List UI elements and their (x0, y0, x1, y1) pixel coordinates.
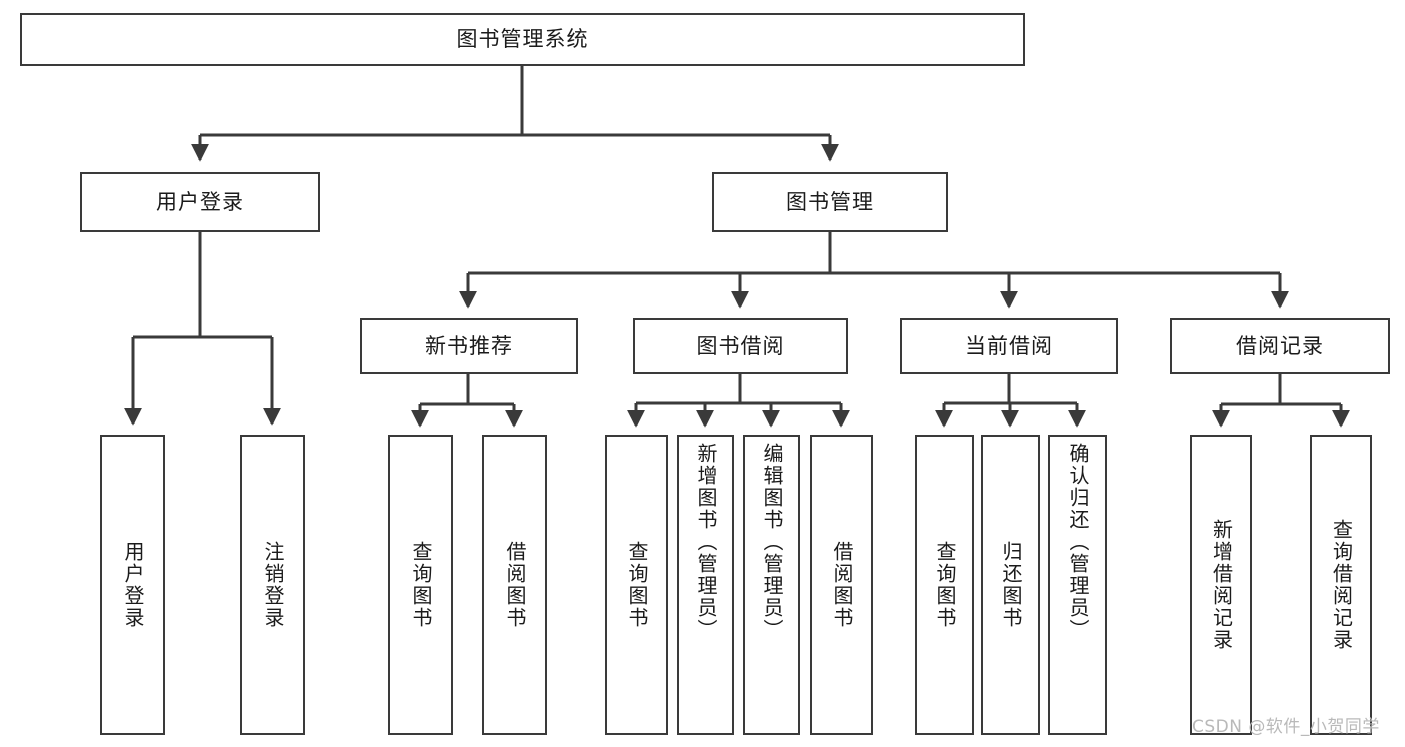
node-label: 归还图书 (999, 541, 1023, 629)
node-leaf-add-book[interactable]: 新增图书（管理员） (677, 435, 734, 735)
node-label: 借阅图书 (830, 541, 854, 629)
node-leaf-borrow-book-1[interactable]: 借阅图书 (482, 435, 547, 735)
node-leaf-add-record[interactable]: 新增借阅记录 (1190, 435, 1252, 735)
csdn-watermark: CSDN @软件_小贺同学 (1192, 717, 1380, 737)
node-label: 图书管理 (786, 189, 874, 214)
node-book-borrow[interactable]: 图书借阅 (633, 318, 848, 374)
node-leaf-query-book-3[interactable]: 查询图书 (915, 435, 974, 735)
node-label: 查询图书 (409, 541, 433, 629)
node-leaf-user-login[interactable]: 用户登录 (100, 435, 165, 735)
node-label: 当前借阅 (965, 333, 1053, 358)
node-label: 新增借阅记录 (1209, 519, 1234, 651)
node-leaf-query-book-2[interactable]: 查询图书 (605, 435, 668, 735)
node-current-borrow[interactable]: 当前借阅 (900, 318, 1118, 374)
node-user-login[interactable]: 用户登录 (80, 172, 320, 232)
node-label: 确认归还（管理员） (1066, 443, 1090, 641)
node-label: 借阅图书 (503, 541, 527, 629)
node-leaf-edit-book[interactable]: 编辑图书（管理员） (743, 435, 800, 735)
node-label: 借阅记录 (1236, 333, 1324, 358)
node-leaf-query-book-1[interactable]: 查询图书 (388, 435, 453, 735)
node-leaf-borrow-book-2[interactable]: 借阅图书 (810, 435, 873, 735)
node-label: 图书管理系统 (456, 27, 589, 52)
node-leaf-query-record[interactable]: 查询借阅记录 (1310, 435, 1372, 735)
node-label: 查询图书 (625, 541, 649, 629)
node-leaf-logout[interactable]: 注销登录 (240, 435, 305, 735)
node-label: 图书借阅 (696, 333, 785, 358)
node-borrow-record[interactable]: 借阅记录 (1170, 318, 1390, 374)
node-label: 注销登录 (261, 541, 285, 629)
node-label: 用户登录 (121, 541, 145, 629)
node-label: 查询图书 (933, 541, 957, 629)
node-label: 新增图书（管理员） (694, 443, 718, 641)
node-label: 编辑图书（管理员） (760, 443, 784, 641)
node-root-system[interactable]: 图书管理系统 (20, 13, 1025, 66)
node-new-book-recommend[interactable]: 新书推荐 (360, 318, 578, 374)
node-label: 新书推荐 (425, 333, 513, 358)
node-book-manage[interactable]: 图书管理 (712, 172, 948, 232)
node-label: 用户登录 (156, 189, 244, 214)
node-leaf-confirm-return[interactable]: 确认归还（管理员） (1048, 435, 1107, 735)
node-label: 查询借阅记录 (1329, 519, 1354, 651)
node-leaf-return-book[interactable]: 归还图书 (981, 435, 1040, 735)
